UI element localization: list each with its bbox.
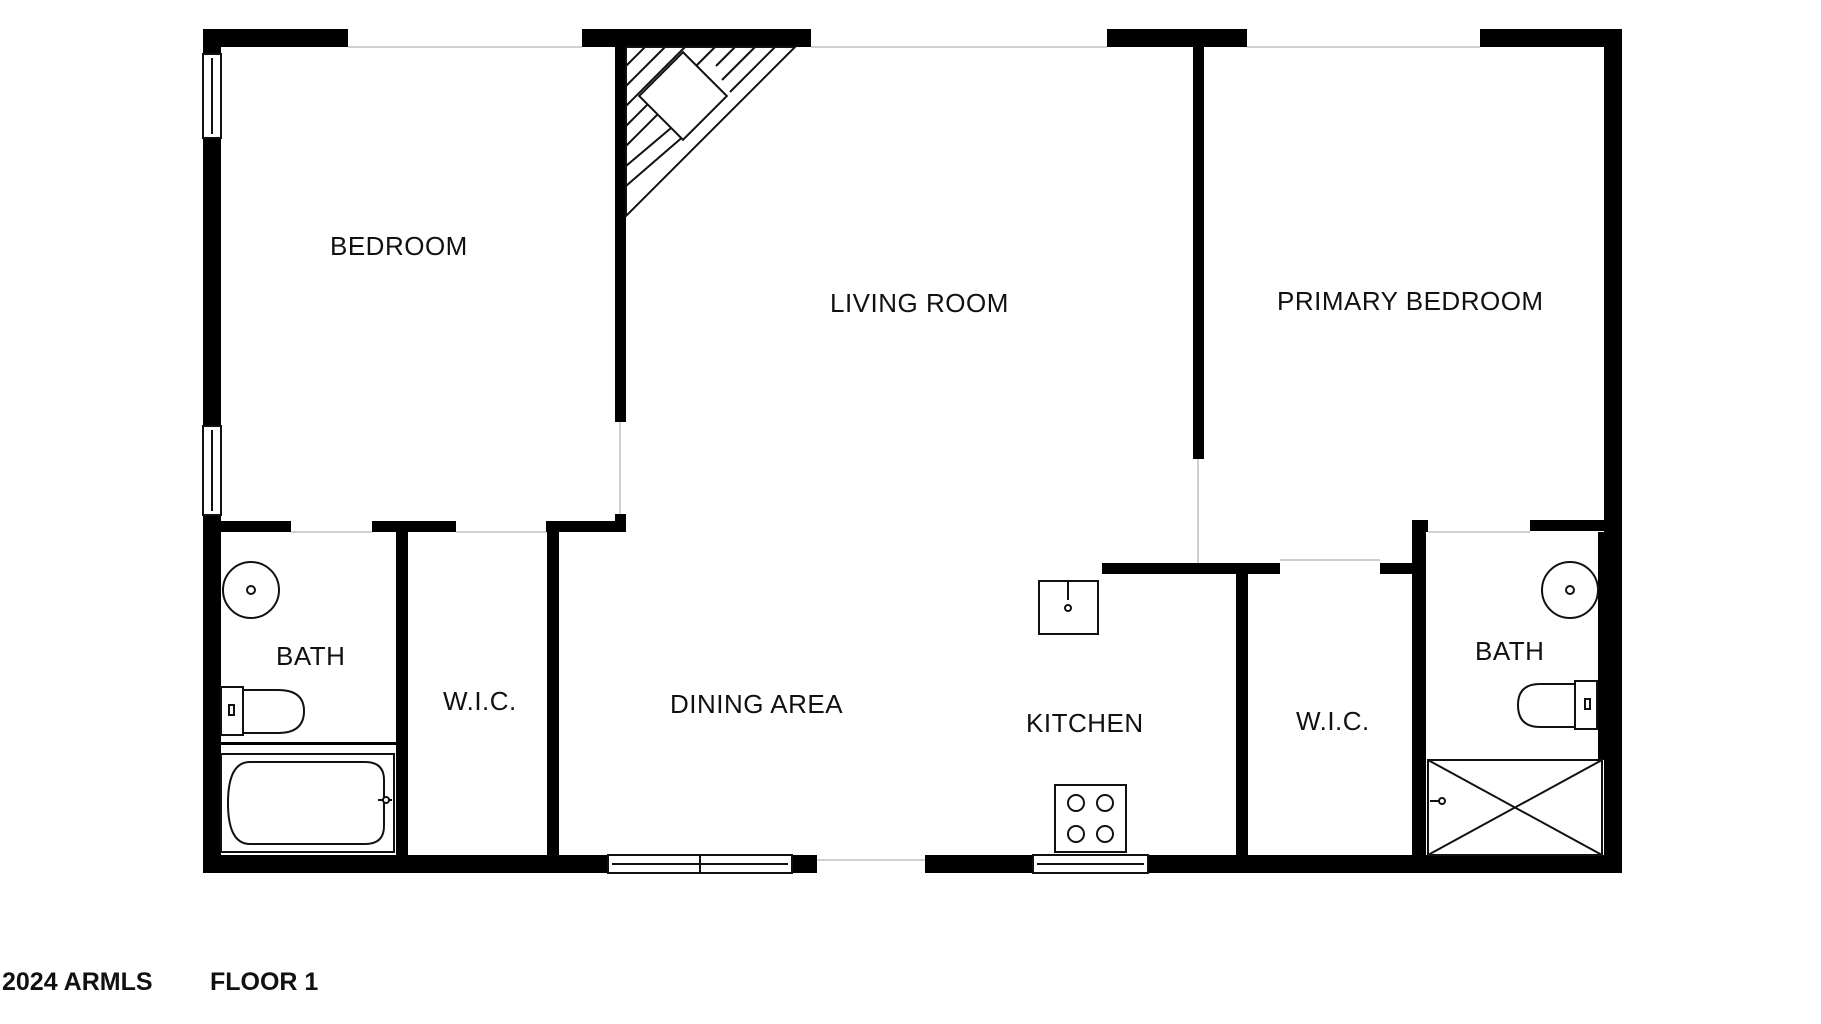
toilet-icon: [220, 686, 306, 736]
wall-kitchen-top-2: [1380, 563, 1416, 574]
copyright-text: 2024 ARMLS: [2, 968, 153, 996]
walls: [203, 29, 1622, 873]
wall-bath-tub-line: [217, 742, 397, 745]
room-label-wic-left: W.I.C.: [443, 686, 517, 716]
sink-icon: [1038, 580, 1099, 635]
shower-icon: [1427, 759, 1603, 856]
window-icon: [607, 854, 793, 874]
wall-wic-dining: [547, 521, 559, 873]
wall-kitchen-wic: [1236, 567, 1248, 873]
wall-living-primary: [1193, 45, 1204, 459]
window-icon: [1032, 854, 1149, 874]
wall-bottom-2: [792, 855, 817, 873]
wall-bedroom-bottom-2: [372, 521, 456, 532]
openings: [291, 46, 1530, 861]
room-label-primary-bedroom: PRIMARY BEDROOM: [1277, 286, 1544, 316]
window-icon: [202, 425, 222, 516]
window-icon: [202, 53, 222, 139]
bathtub-icon: [220, 753, 395, 853]
wall-bedroom-bottom-1: [203, 521, 291, 532]
wall-top-1: [203, 29, 348, 47]
wall-top-4: [1480, 29, 1622, 47]
wall-primary-bottom-2: [1530, 520, 1622, 531]
wall-bottom-3: [925, 855, 1033, 873]
stove-icon: [1054, 784, 1127, 853]
wall-top-2: [582, 29, 811, 47]
wall-left-c: [203, 515, 221, 873]
wall-corner-stub: [615, 514, 626, 532]
room-label-bath-left: BATH: [276, 641, 345, 671]
room-label-dining-area: DINING AREA: [670, 689, 843, 719]
wall-primary-bottom-1: [1412, 520, 1428, 532]
wall-bedroom-living: [615, 45, 626, 422]
wall-top-3: [1107, 29, 1247, 47]
wall-left-a: [203, 29, 221, 54]
wall-bath-right-inner: [1598, 532, 1604, 760]
wall-left-b: [203, 138, 221, 426]
wall-bedroom-bottom-3: [546, 521, 626, 532]
stairs-icon: [625, 46, 798, 219]
wall-wic-bath-right: [1412, 520, 1426, 873]
toilet-icon: [1516, 680, 1598, 730]
wall-bottom-4: [1148, 855, 1622, 873]
wall-right: [1604, 29, 1622, 873]
room-label-kitchen: KITCHEN: [1026, 708, 1144, 738]
floor-label: FLOOR 1: [210, 968, 318, 996]
room-label-living-room: LIVING ROOM: [830, 288, 1009, 318]
room-label-bath-right: BATH: [1475, 636, 1544, 666]
room-label-wic-right: W.I.C.: [1296, 706, 1370, 736]
windows: [202, 53, 1149, 874]
sink-icon: [1541, 561, 1599, 619]
room-label-bedroom: BEDROOM: [330, 231, 468, 261]
wall-kitchen-top-1: [1102, 563, 1280, 574]
wall-bath-wic-left: [396, 521, 408, 873]
sink-icon: [222, 561, 280, 619]
